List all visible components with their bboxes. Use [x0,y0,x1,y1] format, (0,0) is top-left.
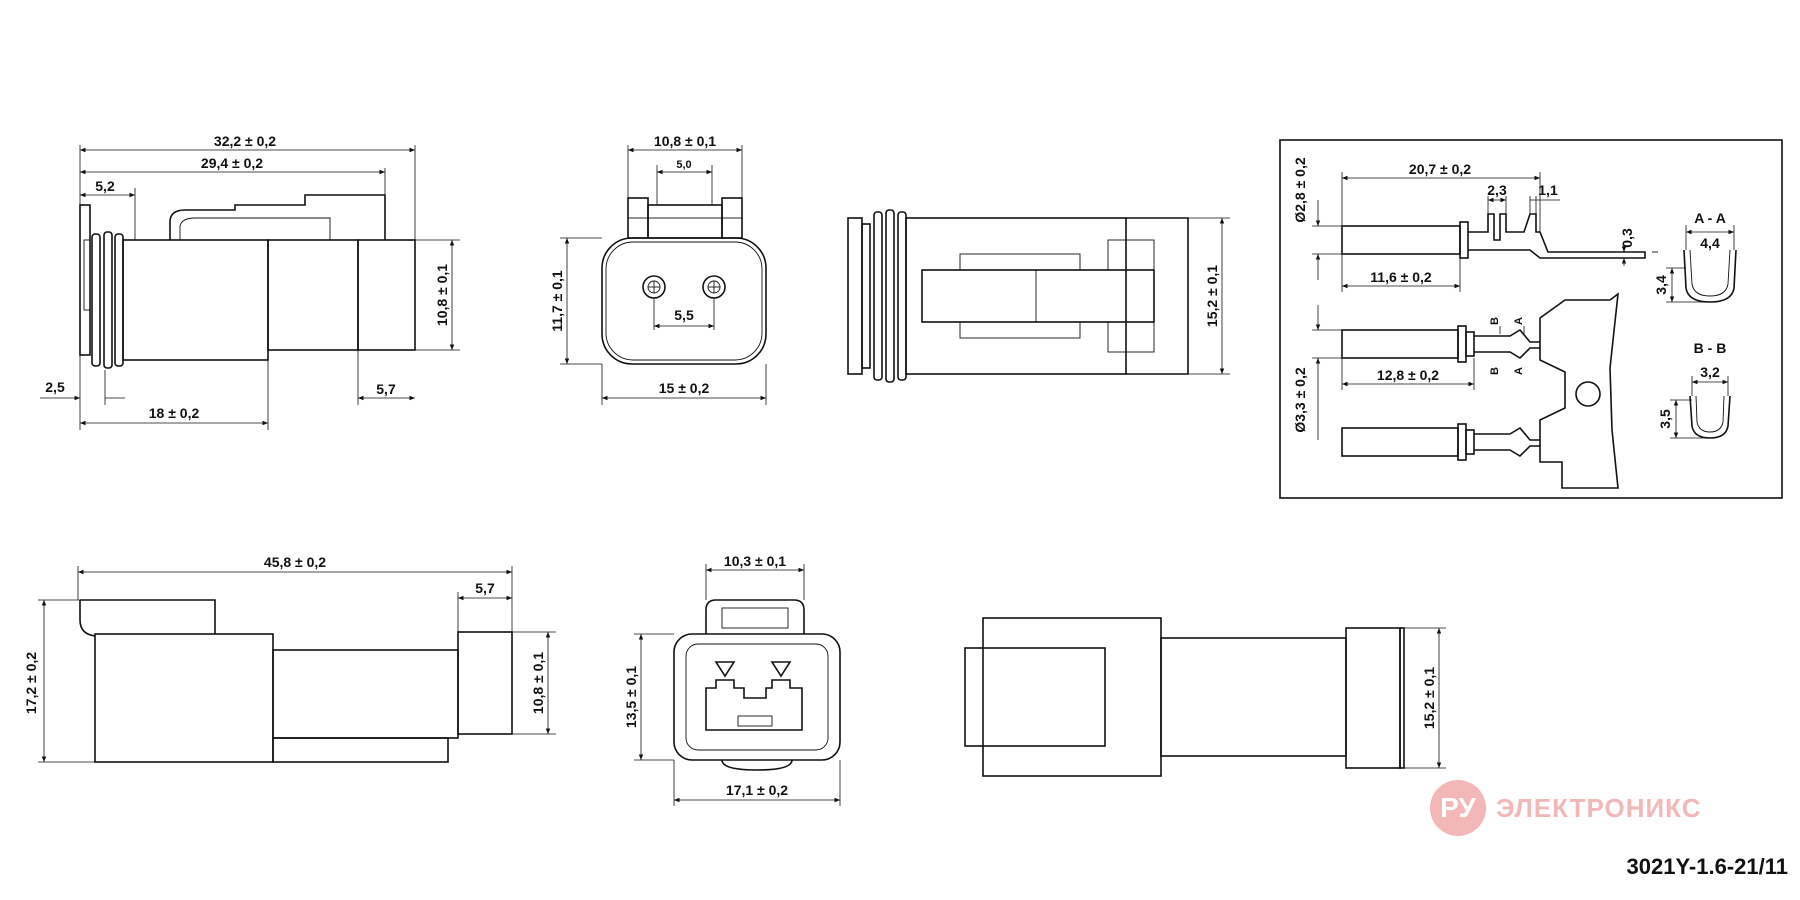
dim-aa-height: 3,4 [1653,275,1669,295]
dim-width: 17,1 ± 0,2 [726,782,788,798]
dim-diam1: Ø2,8 ± 0,2 [1292,157,1308,222]
dim-crimp: 2,3 [1487,182,1507,198]
dim-tail: 5,7 [376,381,396,397]
view-bottom-back: 15,2 ± 0,1 [964,617,1446,777]
dim-thick: 0,3 [1619,228,1635,248]
dim-len2: 12,8 ± 0,2 [1377,367,1439,383]
dim-bb-width: 3,2 [1700,364,1720,380]
dim-height: 13,5 ± 0,1 [623,666,639,728]
dim-front: 5,2 [95,178,115,194]
view-bottom-side: 45,8 ± 0,2 5,7 17,2 ± 0,2 10,8 ± 0,1 [23,554,556,763]
dim-height: 15,2 ± 0,1 [1421,667,1437,729]
dim-aa-width: 4,4 [1700,235,1720,251]
dim-pitch: 5,5 [674,307,694,323]
mark-b-top: B [1489,317,1501,325]
dim-height: 10,8 ± 0,1 [434,264,450,326]
dim-length: 18 ± 0,2 [149,405,200,421]
dim-seal: 2,5 [45,379,65,395]
view-top-section: 15,2 ± 0,1 [847,209,1230,383]
dim-height: 17,2 ± 0,2 [23,652,39,714]
view-contacts: B A B A A - A 4,4 3,4 B - B 3,2 3,5 [1279,139,1783,499]
dim-width: 15 ± 0,2 [659,380,710,396]
mark-a-top: A [1513,317,1525,325]
dim-height: 15,2 ± 0,1 [1204,265,1220,327]
watermark-badge: РУ [1430,780,1486,836]
dim-diam2: Ø3,3 ± 0,2 [1292,367,1308,432]
watermark-text: ЭЛЕКТРОНИКС [1496,792,1702,823]
dim-top-width: 10,8 ± 0,1 [654,133,716,149]
dim-slot: 5,0 [676,159,691,171]
watermark-logo: РУ ЭЛЕКТРОНИКС [1430,780,1701,836]
view-bottom-front: 10,3 ± 0,1 13,5 ± 0,1 17,1 ± 0,2 [623,553,841,806]
view-top-side: 32,2 ± 0,2 29,4 ± 0,2 5,2 10,8 ± 0,1 2,5… [40,133,460,430]
dim-overall: 32,2 ± 0,2 [214,133,276,149]
section-bb-label: B - B [1694,340,1727,356]
dim-tail: 5,7 [475,580,495,596]
dim-contact-length: 20,7 ± 0,2 [1409,161,1471,177]
dim-overall: 45,8 ± 0,2 [264,554,326,570]
dim-tip: 1,1 [1538,182,1558,198]
dim-body: 29,4 ± 0,2 [201,155,263,171]
view-top-front: 10,8 ± 0,1 5,0 11,7 ± 0,1 5,5 15 ± 0,2 [549,133,767,405]
mark-b-bottom: B [1489,367,1501,375]
dim-height: 11,7 ± 0,1 [549,270,565,332]
dim-body-height: 10,8 ± 0,1 [530,652,546,714]
dim-bb-height: 3,5 [1657,409,1673,429]
mark-a-bottom: A [1513,367,1525,375]
dim-len1: 11,6 ± 0,2 [1370,269,1432,285]
drawing-code: 3021Y-1.6-21/11 [1626,854,1788,879]
dim-top-width: 10,3 ± 0,1 [724,553,786,569]
section-aa-label: A - A [1694,210,1726,226]
